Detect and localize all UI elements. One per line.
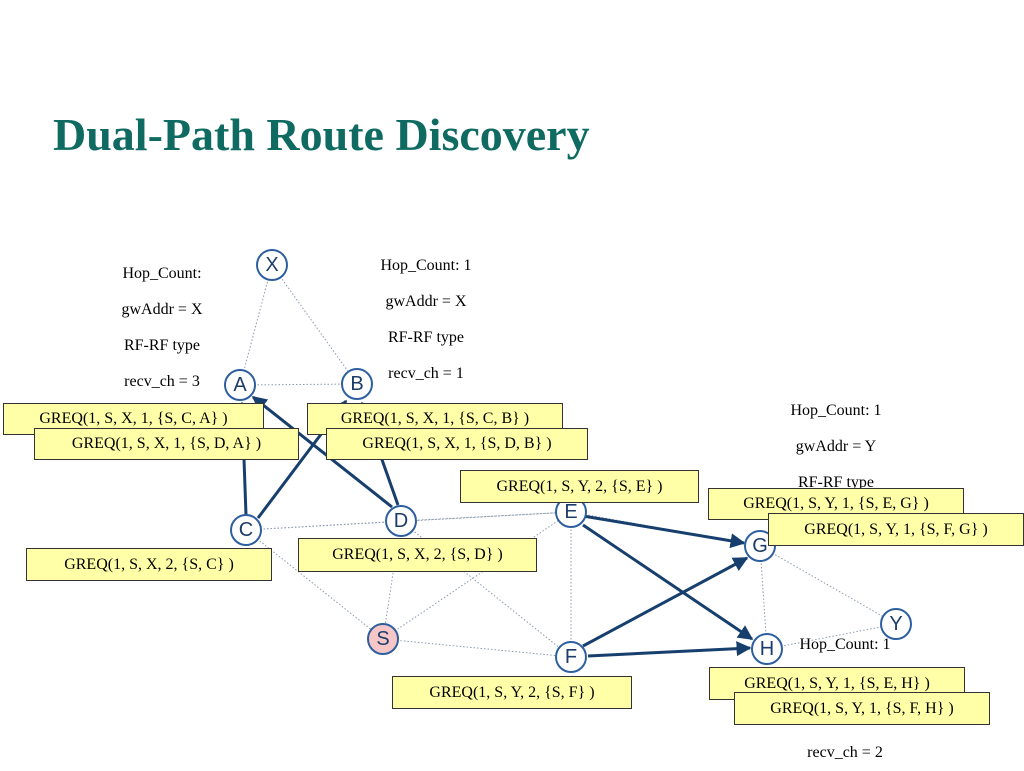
link-a-b [239, 383, 358, 386]
node-c: C [230, 514, 262, 546]
info-panel-g: Hop_Count: 1 gwAddr = Y RF-RF type [771, 393, 901, 501]
node-a: A [224, 369, 256, 401]
info-a-hop-count: Hop_Count: [122, 265, 202, 282]
message-greq-s-f: GREQ(1, S, Y, 2, {S, F} ) [392, 676, 632, 709]
info-b-type: RF-RF type [387, 329, 464, 346]
info-b-recv-ch: recv_ch = 1 [388, 365, 464, 382]
node-d: D [385, 505, 417, 537]
node-x: X [256, 249, 288, 281]
node-b: B [341, 368, 373, 400]
arrow-f-g [582, 556, 749, 648]
link-s-e [382, 511, 572, 640]
link-x-b [271, 264, 358, 385]
info-g-hop-count: Hop_Count: 1 [790, 402, 882, 419]
arrow-f-h [587, 641, 752, 658]
arrow-d-a [251, 395, 393, 509]
info-a-recv-ch: recv_ch = 3 [124, 373, 200, 390]
node-g: G [744, 530, 776, 562]
info-b-hop-count: Hop_Count: 1 [380, 257, 472, 274]
link-e-g [570, 511, 761, 547]
info-h-hop-count: Hop_Count: 1 [799, 636, 891, 653]
message-greq-s-f-g: GREQ(1, S, Y, 1, {S, F, G} ) [768, 513, 1024, 546]
message-greq-s-c: GREQ(1, S, X, 2, {S, C} ) [26, 548, 272, 581]
link-g-y [759, 545, 897, 625]
arrow-e-g [582, 514, 746, 549]
info-a-type: RF-RF type [123, 337, 200, 354]
link-s-f [382, 638, 572, 658]
link-d-e [400, 511, 572, 522]
link-h-y [766, 623, 897, 650]
info-g-gw-addr: gwAddr = Y [795, 438, 877, 455]
message-greq-s-d-b: GREQ(1, S, X, 1, {S, D, B} ) [326, 428, 588, 460]
message-greq-s-f-h: GREQ(1, S, Y, 1, {S, F, H} ) [734, 692, 990, 725]
node-h: H [751, 633, 783, 665]
node-f: F [555, 641, 587, 673]
info-panel-a: Hop_Count: gwAddr = X RF-RF type recv_ch… [97, 256, 227, 400]
info-panel-b: Hop_Count: 1 gwAddr = X RF-RF type recv_… [361, 248, 491, 392]
node-y: Y [880, 608, 912, 640]
link-x-a [239, 264, 273, 386]
message-greq-s-d: GREQ(1, S, X, 2, {S, D} ) [298, 538, 537, 572]
info-a-gw-addr: gwAddr = X [121, 301, 203, 318]
info-g-type: RF-RF type [797, 474, 874, 491]
slide-title: Dual-Path Route Discovery [53, 109, 590, 160]
link-d-s [382, 520, 402, 640]
node-s: S [367, 623, 399, 655]
arrow-e-h [582, 523, 754, 641]
message-greq-s-e: GREQ(1, S, Y, 2, {S, E} ) [460, 470, 699, 503]
info-h-recv-ch: recv_ch = 2 [807, 744, 883, 761]
info-b-gw-addr: gwAddr = X [385, 293, 467, 310]
message-greq-s-d-a: GREQ(1, S, X, 1, {S, D, A} ) [34, 428, 299, 460]
